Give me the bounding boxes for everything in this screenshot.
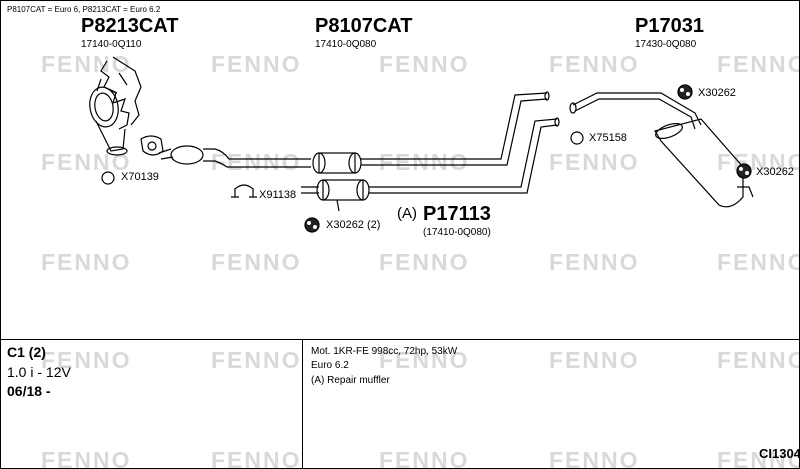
watermark-text: FENNO xyxy=(379,347,470,373)
watermark-text: FENNO xyxy=(549,149,640,175)
accessory-label-x30262-top: X30262 xyxy=(698,87,736,99)
oe-number-p8213cat: 17140-0Q110 xyxy=(81,39,142,50)
watermark-text: FENNO xyxy=(379,249,470,275)
oe-number-p17031: 17430-0Q080 xyxy=(635,39,697,50)
accessory-label-x30262-right: X30262 xyxy=(756,166,794,178)
repair-prefix-p17113: (A) xyxy=(397,205,417,222)
exhaust-drawing xyxy=(89,56,754,233)
engine-details: Mot. 1KR-FE 998cc, 72hp, 53kW xyxy=(311,346,458,357)
clamp-icon-x91138 xyxy=(231,184,257,198)
watermark-text: FENNO xyxy=(379,51,470,77)
ring-icon-x75158 xyxy=(570,131,584,145)
ring-icon-x70139 xyxy=(101,171,115,185)
diagram-code: CI1304 xyxy=(759,446,800,461)
watermark-text: FENNO xyxy=(717,51,800,77)
watermark-text: FENNO xyxy=(41,447,132,469)
vehicle-date: 06/18 - xyxy=(7,383,51,399)
watermark-text: FENNO xyxy=(211,51,302,77)
repair-pipe xyxy=(301,117,560,212)
accessory-label-x91138: X91138 xyxy=(259,189,297,201)
watermark-text: FENNO xyxy=(211,149,302,175)
emission-standard: Euro 6.2 xyxy=(311,360,349,371)
watermark-text: FENNO xyxy=(41,149,132,175)
front-pipe-catalyst xyxy=(158,91,550,174)
watermark-text: FENNO xyxy=(717,447,800,469)
accessory-label-x30262-2: X30262 (2) xyxy=(326,219,381,231)
vehicle-model: C1 (2) xyxy=(7,344,46,360)
watermark-text: FENNO xyxy=(211,447,302,469)
watermark-text: FENNO xyxy=(549,347,640,373)
part-number-p8213cat: P8213CAT xyxy=(81,15,179,37)
manifold-catalyst xyxy=(89,56,142,156)
oe-number-p17113: (17410-0Q080) xyxy=(423,227,491,238)
hanger-icon-x30262-2 xyxy=(304,217,320,233)
part-number-p8107cat: P8107CAT xyxy=(315,15,413,37)
vehicle-info-table: C1 (2) 1.0 i - 12V 06/18 - Mot. 1KR-FE 9… xyxy=(1,339,800,468)
hanger-icon-x30262-right xyxy=(736,163,752,179)
watermark-text: FENNO xyxy=(549,447,640,469)
watermark-text: FENNO xyxy=(717,347,800,373)
flange-gasket xyxy=(140,135,164,156)
repair-note: (A) Repair muffler xyxy=(311,375,390,386)
watermark-text: FENNO xyxy=(211,347,302,373)
emission-header-note: P8107CAT = Euro 6, P8213CAT = Euro 6.2 xyxy=(7,5,161,14)
watermark-text: FENNO xyxy=(41,249,132,275)
watermark-text: FENNO xyxy=(379,149,470,175)
hanger-icon-x30262-top xyxy=(677,84,693,100)
watermark-text: FENNO xyxy=(41,347,132,373)
oe-number-p8107cat: 17410-0Q080 xyxy=(315,39,377,50)
part-number-p17031: P17031 xyxy=(635,15,704,37)
table-divider xyxy=(302,340,303,468)
accessory-label-x70139: X70139 xyxy=(121,171,159,183)
watermark-text: FENNO xyxy=(211,249,302,275)
watermark-text: FENNO xyxy=(549,249,640,275)
vehicle-engine: 1.0 i - 12V xyxy=(7,364,71,380)
accessory-label-x75158: X75158 xyxy=(589,132,627,144)
part-number-p17113: P17113 xyxy=(423,203,491,225)
watermark-text: FENNO xyxy=(717,249,800,275)
watermark-text: FENNO xyxy=(379,447,470,469)
rear-muffler xyxy=(569,92,754,208)
watermark-text: FENNO xyxy=(549,51,640,77)
watermark-text: FENNO xyxy=(41,51,132,77)
